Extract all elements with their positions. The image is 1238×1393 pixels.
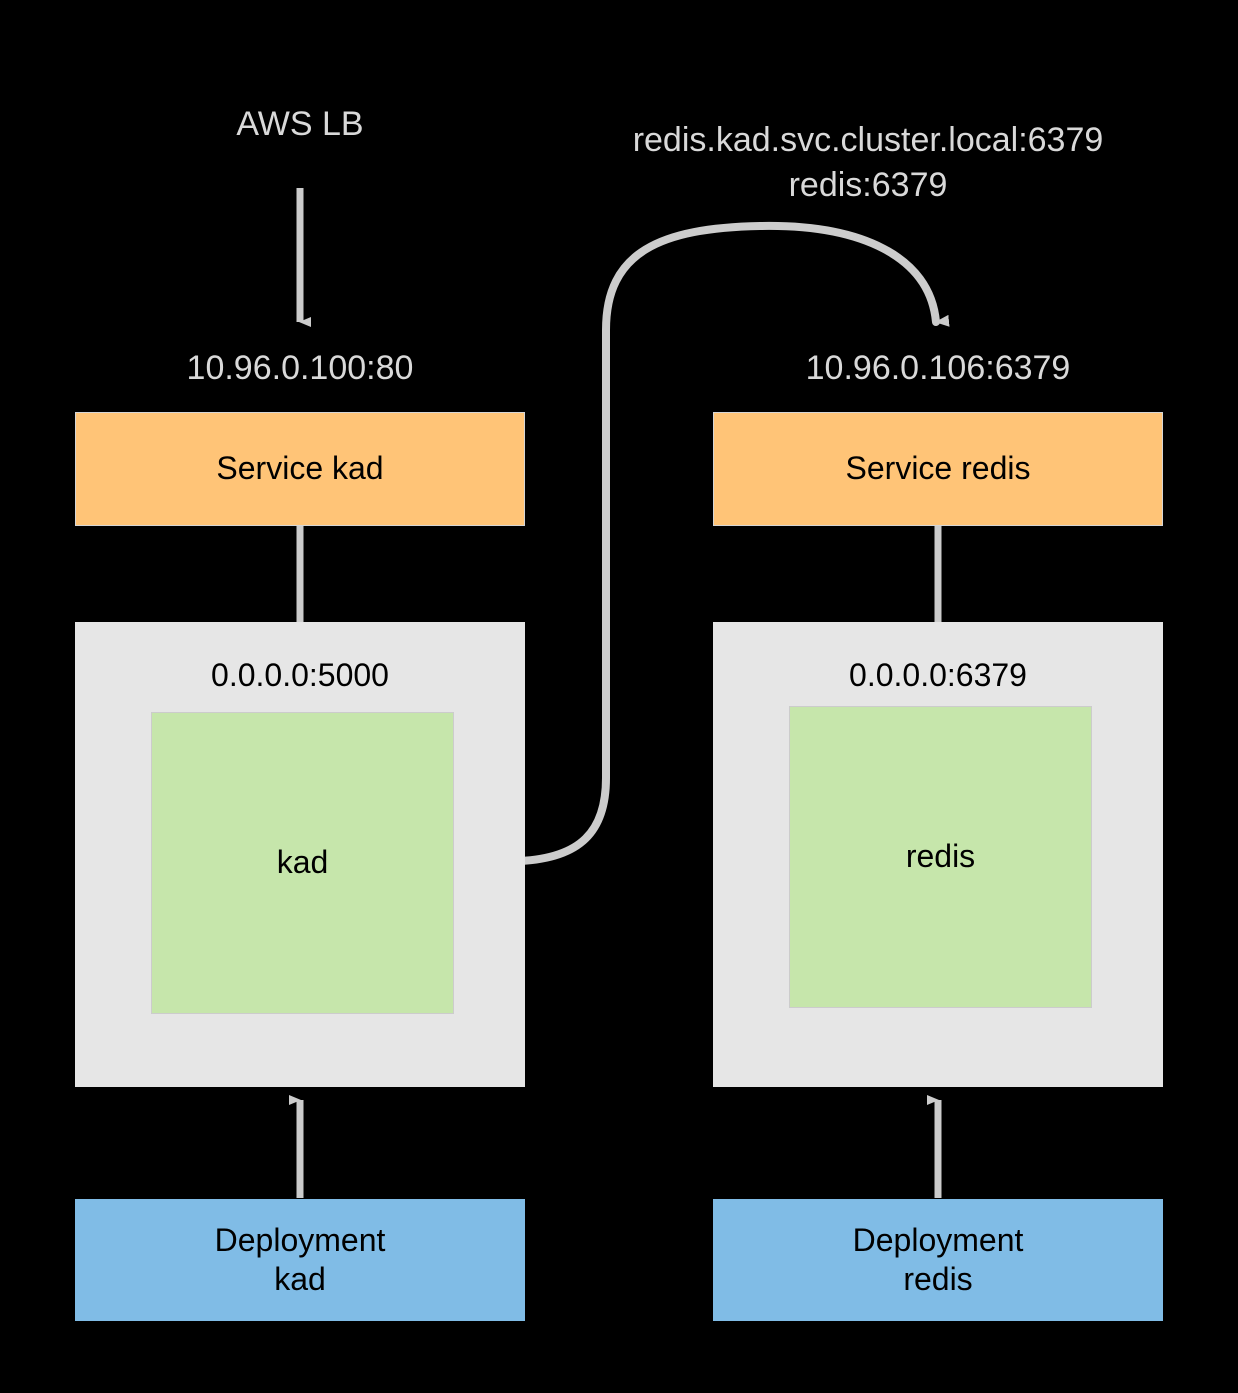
pod-port-label-redis: 0.0.0.0:6379 [849, 657, 1027, 693]
aws-lb-label: AWS LB [236, 105, 364, 143]
deployment-box-redis-label-line2: redis [903, 1261, 973, 1297]
service-box-redis-label: Service redis [845, 450, 1031, 487]
pod-box-kad[interactable]: 0.0.0.0:5000 kad [75, 622, 525, 1087]
deployment-box-kad-label-line1: Deployment [214, 1221, 386, 1258]
container-box-kad[interactable]: kad [151, 712, 454, 1014]
container-box-redis[interactable]: redis [789, 706, 1092, 1008]
deployment-box-kad-label-line2: kad [274, 1261, 326, 1297]
pod-port-label-kad: 0.0.0.0:5000 [211, 657, 389, 693]
pod-box-redis[interactable]: 0.0.0.0:6379 redis [713, 622, 1163, 1087]
container-box-kad-label: kad [276, 844, 329, 881]
service-box-redis[interactable]: Service redis [713, 412, 1163, 526]
kad-cluster-ip-label: 10.96.0.100:80 [186, 349, 414, 387]
container-box-redis-label: redis [905, 838, 976, 875]
service-box-kad[interactable]: Service kad [75, 412, 525, 526]
redis-cluster-ip-label: 10.96.0.106:6379 [805, 349, 1071, 387]
redis-dns-label-line2: redis:6379 [788, 166, 948, 204]
redis-dns-label-line1: redis.kad.svc.cluster.local:6379 [632, 121, 1104, 159]
service-box-kad-label: Service kad [216, 450, 384, 487]
deployment-box-redis-label-line1: Deployment [852, 1221, 1024, 1258]
